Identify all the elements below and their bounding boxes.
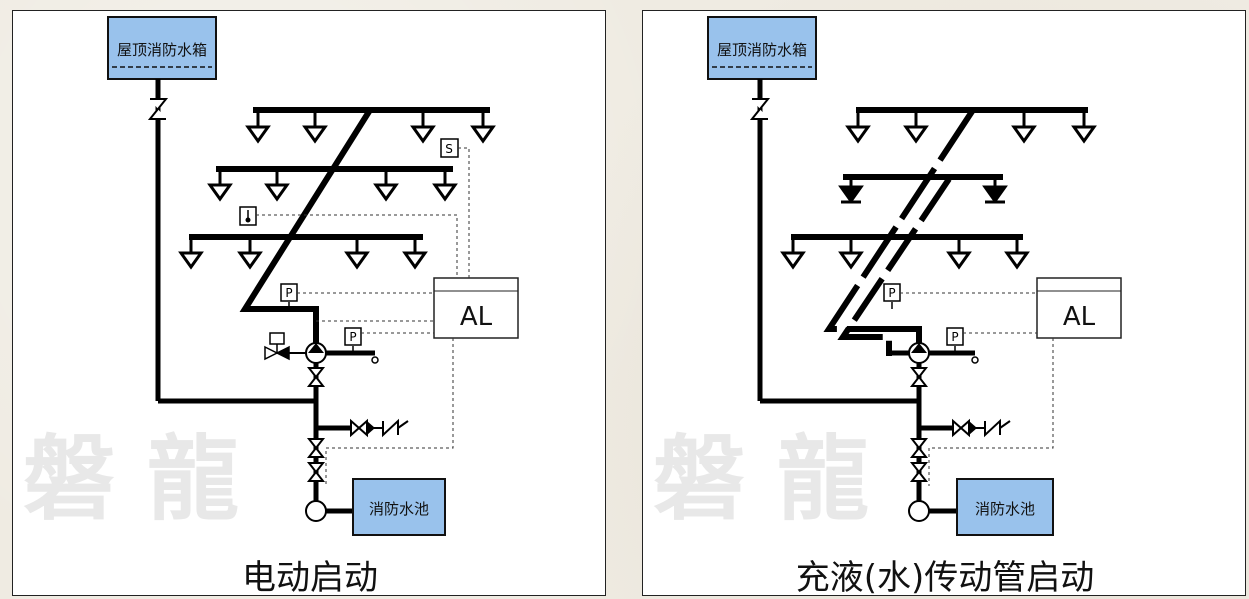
pressure-switch-valve-icon	[984, 418, 1001, 438]
check-valve-icon	[749, 98, 771, 120]
pressure-switch-2-label: P	[951, 330, 958, 344]
alarm-controller-label: AL	[460, 302, 493, 332]
pressure-switch-2	[344, 327, 362, 346]
fire-pool	[956, 478, 1054, 536]
roof-tank	[707, 16, 817, 80]
gate-valve-icon	[306, 367, 326, 387]
roof-tank-label: 屋顶消防水箱	[717, 41, 807, 59]
sprinkler-heads-row-3	[780, 237, 1030, 270]
diagram-panel-electric-start: 磐 龍 屋顶消防水箱	[12, 10, 606, 596]
pilot-transmission-pipe	[837, 177, 952, 356]
lower-gate-valve-icon	[306, 438, 326, 458]
fire-pool-label: 消防水池	[369, 500, 429, 518]
sprinkler-heads-row-2	[207, 169, 458, 202]
test-drain-icon	[371, 356, 379, 364]
diagonal-feed-main	[823, 108, 976, 332]
thermometer-bulb	[245, 217, 251, 223]
smoke-detector-label: S	[445, 142, 453, 156]
diagram-panel-hydraulic-start: 磐 龍 屋顶消防水箱	[642, 10, 1246, 596]
pressure-switch-valve-icon	[382, 418, 399, 438]
solenoid-valve-half	[275, 345, 290, 361]
pilot-heads-row-2	[838, 177, 1008, 204]
branch-end	[397, 420, 409, 429]
solenoid-valve-icon	[264, 345, 279, 361]
roof-tank	[107, 16, 217, 80]
branch-gate-valve-icon	[952, 418, 970, 438]
watermark: 磐 龍	[23, 425, 239, 533]
alarm-controller-label: AL	[1063, 302, 1096, 332]
fire-pool	[352, 478, 446, 536]
caption: 充液(水)传动管启动	[796, 558, 1095, 596]
branch-end	[999, 420, 1011, 429]
deluge-valve-fill	[911, 343, 927, 353]
pressure-switch-1-label: P	[285, 286, 292, 300]
check-valve-icon	[147, 98, 169, 120]
roof-tank-label: 屋顶消防水箱	[117, 41, 207, 59]
branch-check-icon	[367, 421, 375, 435]
caption: 电动启动	[242, 558, 378, 596]
lower-check-valve-icon	[909, 462, 929, 482]
diagonal-feed-main	[239, 108, 373, 356]
gate-valve-icon	[909, 367, 929, 387]
lower-gate-valve-icon	[909, 438, 929, 458]
pressure-switch-1-label: P	[888, 286, 895, 300]
watermark: 磐 龍	[653, 425, 869, 533]
hydraulic-start-diagram: 磐 龍 屋顶消防水箱	[653, 16, 1122, 596]
alarm-controller	[1036, 277, 1122, 339]
signal-wires	[900, 292, 1054, 486]
deluge-valve-fill	[308, 343, 324, 353]
pressure-switch-2	[946, 327, 964, 346]
fire-pool-label: 消防水池	[975, 500, 1035, 518]
signal-wires	[256, 147, 470, 486]
sprinkler-heads-row-1	[845, 110, 1097, 144]
pump-icon	[908, 500, 930, 522]
branch-check-icon	[969, 421, 977, 435]
pump-icon	[305, 500, 327, 522]
test-drain-icon	[971, 356, 979, 364]
sprinkler-heads-row-1	[245, 110, 496, 144]
lower-check-valve-icon	[306, 462, 326, 482]
pressure-switch-2-label: P	[349, 330, 356, 344]
solenoid-coil-icon	[269, 332, 285, 345]
electric-start-diagram: 磐 龍 屋顶消防水箱	[23, 16, 519, 596]
sprinkler-heads-row-3	[178, 237, 428, 270]
branch-gate-valve-icon	[350, 418, 368, 438]
alarm-controller	[433, 277, 519, 339]
